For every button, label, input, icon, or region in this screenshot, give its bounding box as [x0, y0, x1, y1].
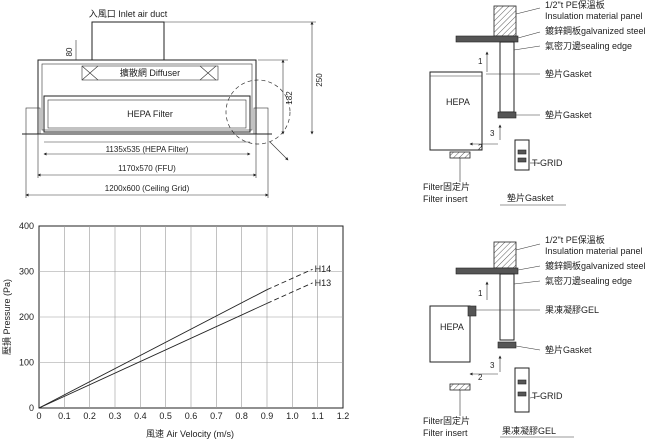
dim-182: 182	[285, 91, 294, 105]
x-tick-label: 0.2	[83, 411, 96, 421]
series-line-H13	[38, 302, 268, 409]
chart-ticks: 0 0.1 0.2 0.3 0.4 0.5 0.6 0.7 0.8 0.9 1.0 1.1 1.2 0 10…	[19, 221, 349, 421]
y-axis-label: 壓損 Pressure (Pa)	[1, 279, 12, 355]
gasket-top-label-1: 墊片Gasket	[545, 68, 592, 79]
insulation-en-1: Insulation material panel	[545, 11, 643, 21]
y-tick-label: 0	[29, 403, 34, 413]
dim-ffu: 1170x570 (FFU)	[118, 164, 176, 173]
step-1-b: 1	[478, 289, 483, 298]
tgrid-label-2: T-GRID	[532, 391, 563, 401]
steel-label-2: 鍍鋅鋼板galvanized steel	[545, 260, 646, 271]
step-3-b: 3	[490, 361, 495, 370]
series-line-dashed-H14	[266, 268, 313, 291]
x-tick-label: 1.0	[286, 411, 299, 421]
tgrid-label-1: T-GRID	[532, 158, 563, 168]
filter-insert-1	[449, 151, 471, 159]
x-axis-label: 風速 Air Velocity (m/s)	[146, 429, 234, 439]
hepa-label-1: HEPA	[446, 97, 470, 107]
pressure-velocity-chart: 0 0.1 0.2 0.3 0.4 0.5 0.6 0.7 0.8 0.9 1.0 1.1 1.2 0 10…	[1, 221, 349, 439]
x-tick-label: 0.1	[58, 411, 71, 421]
x-tick-label: 0.6	[185, 411, 198, 421]
steel-plate-1	[455, 35, 519, 43]
dim-hepa: 1135x535 (HEPA Filter)	[106, 145, 189, 154]
gasket-label-2: 墊片Gasket	[545, 344, 592, 355]
series-line-H14	[38, 289, 268, 409]
series-label-H14: H14	[315, 264, 332, 274]
step-2-a: 2	[478, 143, 483, 152]
gel-channel	[467, 305, 477, 317]
x-tick-label: 0	[36, 411, 41, 421]
t-grid-2	[514, 367, 530, 413]
chart-grid	[39, 226, 343, 408]
gasket-detail: HEPA 1 2 3 1/2"t PE保溫板 Insulation materi…	[423, 0, 646, 206]
step-3-a: 3	[490, 129, 495, 138]
gel-detail: HEPA 1 2 3 1/2"t PE保溫板 Insulation materi…	[423, 234, 646, 438]
chart-series	[38, 268, 313, 409]
x-tick-label: 0.3	[109, 411, 122, 421]
insulation-en-2: Insulation material panel	[545, 246, 643, 256]
series-label-H13: H13	[315, 278, 332, 288]
dim-80: 80	[65, 47, 74, 56]
y-tick-label: 200	[19, 312, 34, 322]
y-tick-label: 400	[19, 221, 34, 231]
gel-label: 果凍凝膠GEL	[545, 304, 599, 315]
hepa-label-2: HEPA	[440, 322, 464, 332]
x-tick-label: 0.8	[235, 411, 248, 421]
detail-title-1: 墊片Gasket	[507, 192, 554, 203]
filter-cn-1: Filter固定片	[423, 181, 470, 192]
insulation-panel-2	[493, 241, 517, 269]
x-tick-label: 1.1	[311, 411, 324, 421]
x-tick-label: 0.5	[159, 411, 172, 421]
insulation-cn-2: 1/2"t PE保溫板	[545, 234, 605, 245]
gasket-1	[497, 111, 517, 119]
filter-insert-2	[449, 383, 471, 391]
hepa-filter	[43, 95, 251, 133]
gasket-2	[497, 341, 517, 349]
gasket-mid-label-1: 墊片Gasket	[545, 109, 592, 120]
dim-250: 250	[315, 73, 324, 87]
steel-plate-2	[455, 267, 519, 275]
series-line-dashed-H13	[266, 282, 313, 304]
filter-en-1: Filter insert	[423, 194, 468, 204]
sealing-label-2: 氣密刀邊sealing edge	[545, 275, 632, 286]
dim-grid: 1200x600 (Ceiling Grid)	[105, 184, 190, 193]
x-tick-label: 0.4	[134, 411, 147, 421]
inlet-duct-label: 入風口 Inlet air duct	[89, 9, 168, 19]
hepa-block-2	[429, 305, 471, 363]
detail-title-2: 果凍凝膠GEL	[502, 425, 556, 436]
housing-wall-2	[499, 273, 515, 341]
insulation-cn-1: 1/2"t PE保溫板	[545, 0, 605, 10]
step-2-b: 2	[478, 373, 483, 382]
step-1-a: 1	[478, 57, 483, 66]
housing-wall-1	[499, 41, 515, 113]
detail-callout-circle	[225, 79, 291, 145]
x-tick-label: 1.2	[337, 411, 350, 421]
diffuser	[81, 65, 219, 81]
y-tick-label: 100	[19, 358, 34, 368]
filter-cn-2: Filter固定片	[423, 415, 470, 426]
insulation-panel-1	[493, 5, 517, 37]
inlet-duct	[91, 21, 165, 61]
x-tick-label: 0.7	[210, 411, 223, 421]
ffu-section-drawing: 入風口 Inlet air duct 擴散網 Diffuser HEPA Fil…	[22, 9, 324, 198]
t-grid-1	[514, 139, 530, 171]
hepa-block-1	[429, 71, 483, 151]
y-tick-label: 300	[19, 267, 34, 277]
filter-en-2: Filter insert	[423, 428, 468, 438]
x-tick-label: 0.9	[261, 411, 274, 421]
steel-label-1: 鍍鋅鋼板galvanized steel	[545, 25, 646, 36]
hepa-filter-label: HEPA Filter	[127, 109, 173, 119]
diffuser-label: 擴散網 Diffuser	[120, 67, 180, 78]
sealing-label-1: 氣密刀邊sealing edge	[545, 40, 632, 51]
